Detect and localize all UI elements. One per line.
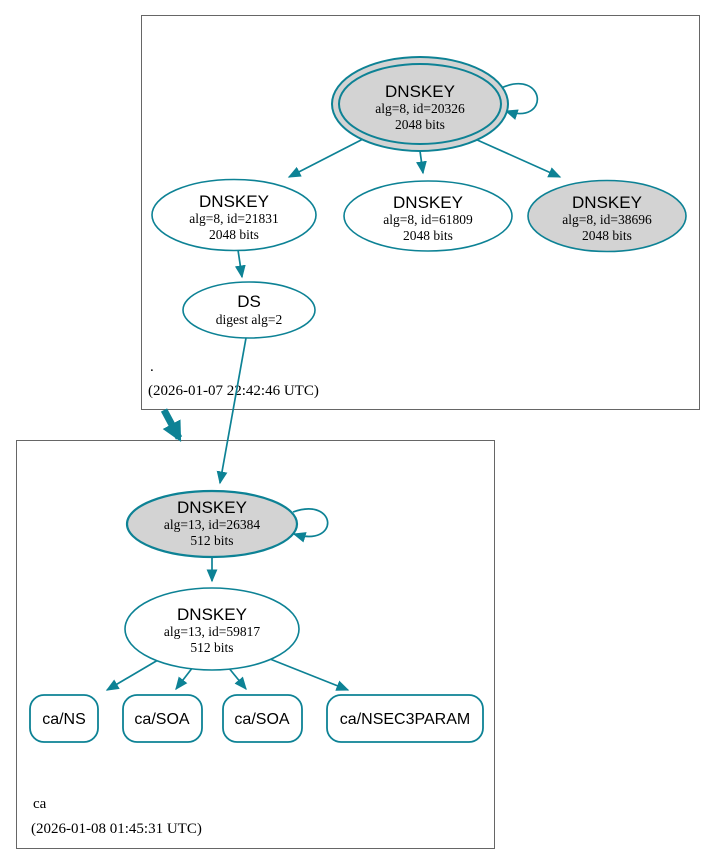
zone-box-ca <box>16 440 495 849</box>
rrset-label: ca/NS <box>42 711 86 728</box>
zone-timestamp-ca: (2026-01-08 01:45:31 UTC) <box>31 821 202 837</box>
node-title: DNSKEY <box>177 498 247 517</box>
node-dnskey-61809[interactable]: DNSKEY alg=8, id=61809 2048 bits <box>343 180 513 252</box>
node-dnskey-59817[interactable]: DNSKEY alg=13, id=59817 512 bits <box>124 587 300 671</box>
node-bits: 2048 bits <box>209 227 259 242</box>
node-rrset-ca-ns[interactable]: ca/NS <box>29 694 99 743</box>
inner-ring <box>338 63 502 145</box>
node-bits: 512 bits <box>190 533 233 548</box>
node-dnskey-21831[interactable]: DNSKEY alg=8, id=21831 2048 bits <box>151 178 317 252</box>
zone-timestamp-root: (2026-01-07 22:42:46 UTC) <box>148 383 319 399</box>
node-rrset-ca-nsec3param[interactable]: ca/NSEC3PARAM <box>326 694 484 743</box>
node-title: DNSKEY <box>199 192 269 211</box>
node-detail: alg=8, id=38696 <box>562 212 652 227</box>
node-detail: alg=8, id=61809 <box>383 212 473 227</box>
node-ds[interactable]: DS digest alg=2 <box>182 281 316 339</box>
node-bits: 2048 bits <box>395 117 445 132</box>
edge-ca-zsk-to-soa2 <box>227 666 247 691</box>
rrset-label: ca/SOA <box>234 711 289 728</box>
edge-ca-zsk-to-nsec3param <box>269 658 350 691</box>
edge-ds-to-ca-ksk <box>216 337 247 485</box>
node-rrset-ca-soa-1[interactable]: ca/SOA <box>122 694 203 743</box>
node-title: DNSKEY <box>572 193 642 212</box>
node-title: DNSKEY <box>393 193 463 212</box>
rrset-label: ca/SOA <box>134 711 189 728</box>
node-title: DS <box>237 292 261 311</box>
node-title: DNSKEY <box>385 82 455 101</box>
edge-root-zone-to-ca-zone <box>160 408 183 442</box>
node-dnskey-26384[interactable]: DNSKEY alg=13, id=26384 512 bits <box>125 489 299 559</box>
edge-root-ksk-self-loop <box>500 82 539 120</box>
node-detail: digest alg=2 <box>216 312 282 327</box>
node-dnskey-20326[interactable]: DNSKEY alg=8, id=20326 2048 bits <box>331 56 509 152</box>
edge-root-ksk-to-zsk2 <box>416 150 427 175</box>
node-bits: 512 bits <box>190 640 233 655</box>
zone-label-ca: ca <box>33 796 47 812</box>
node-rrset-ca-soa-2[interactable]: ca/SOA <box>222 694 303 743</box>
node-bits: 2048 bits <box>403 228 453 243</box>
edge-ca-zsk-to-ns <box>105 659 159 691</box>
rrset-label: ca/NSEC3PARAM <box>340 711 470 728</box>
zone-box-root <box>141 15 700 410</box>
edge-root-ksk-to-key3 <box>474 138 562 178</box>
edge-ca-ksk-self-loop <box>292 508 329 543</box>
zone-label-root: . <box>150 359 154 375</box>
node-detail: alg=8, id=20326 <box>375 101 465 116</box>
node-bits: 2048 bits <box>582 228 632 243</box>
edge-ca-zsk-to-soa1 <box>175 666 194 691</box>
node-dnskey-38696[interactable]: DNSKEY alg=8, id=38696 2048 bits <box>527 179 687 253</box>
node-detail: alg=8, id=21831 <box>189 211 278 226</box>
edge-root-zsk1-to-ds <box>234 249 246 279</box>
edge-root-ksk-to-zsk1 <box>287 137 366 178</box>
node-detail: alg=13, id=59817 <box>164 624 260 639</box>
node-detail: alg=13, id=26384 <box>164 517 260 532</box>
node-title: DNSKEY <box>177 605 247 624</box>
